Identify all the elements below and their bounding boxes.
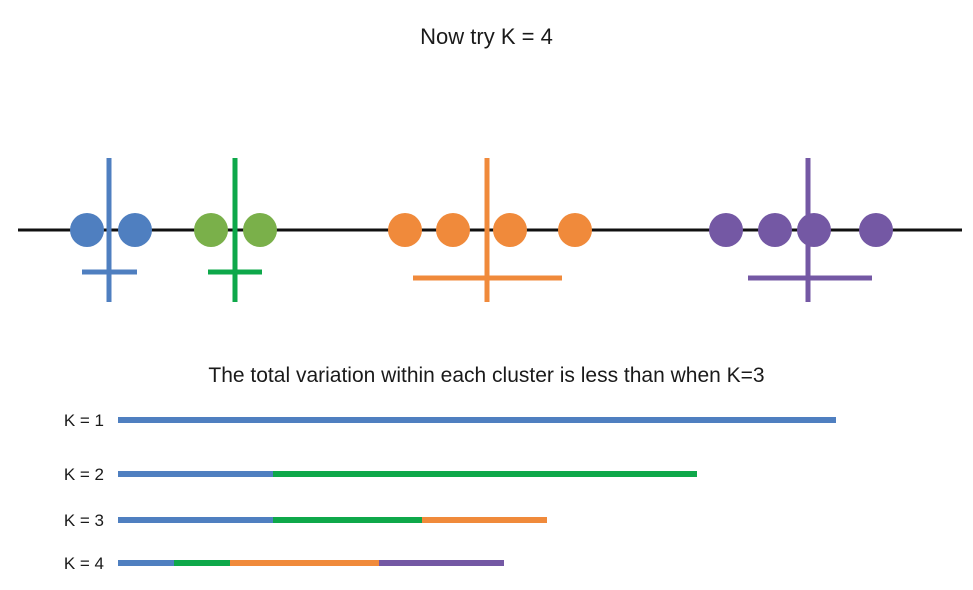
data-point — [709, 213, 743, 247]
data-point — [493, 213, 527, 247]
variation-row-k4: K = 4 — [64, 554, 504, 573]
data-point — [194, 213, 228, 247]
data-point — [859, 213, 893, 247]
data-point — [243, 213, 277, 247]
data-point — [70, 213, 104, 247]
data-point — [797, 213, 831, 247]
variation-row-k3: K = 3 — [64, 511, 547, 530]
row-label: K = 1 — [64, 411, 104, 430]
cluster-1 — [70, 158, 152, 302]
page-title: Now try K = 4 — [420, 24, 553, 49]
data-point — [118, 213, 152, 247]
data-point — [758, 213, 792, 247]
data-point — [436, 213, 470, 247]
row-label: K = 4 — [64, 554, 104, 573]
data-point — [558, 213, 592, 247]
row-label: K = 2 — [64, 465, 104, 484]
cluster-2 — [194, 158, 277, 302]
variation-caption: The total variation within each cluster … — [208, 364, 765, 387]
cluster-4 — [709, 158, 893, 302]
data-point — [388, 213, 422, 247]
variation-row-k1: K = 1 — [64, 411, 836, 430]
cluster-3 — [388, 158, 592, 302]
row-label: K = 3 — [64, 511, 104, 530]
variation-row-k2: K = 2 — [64, 465, 697, 484]
